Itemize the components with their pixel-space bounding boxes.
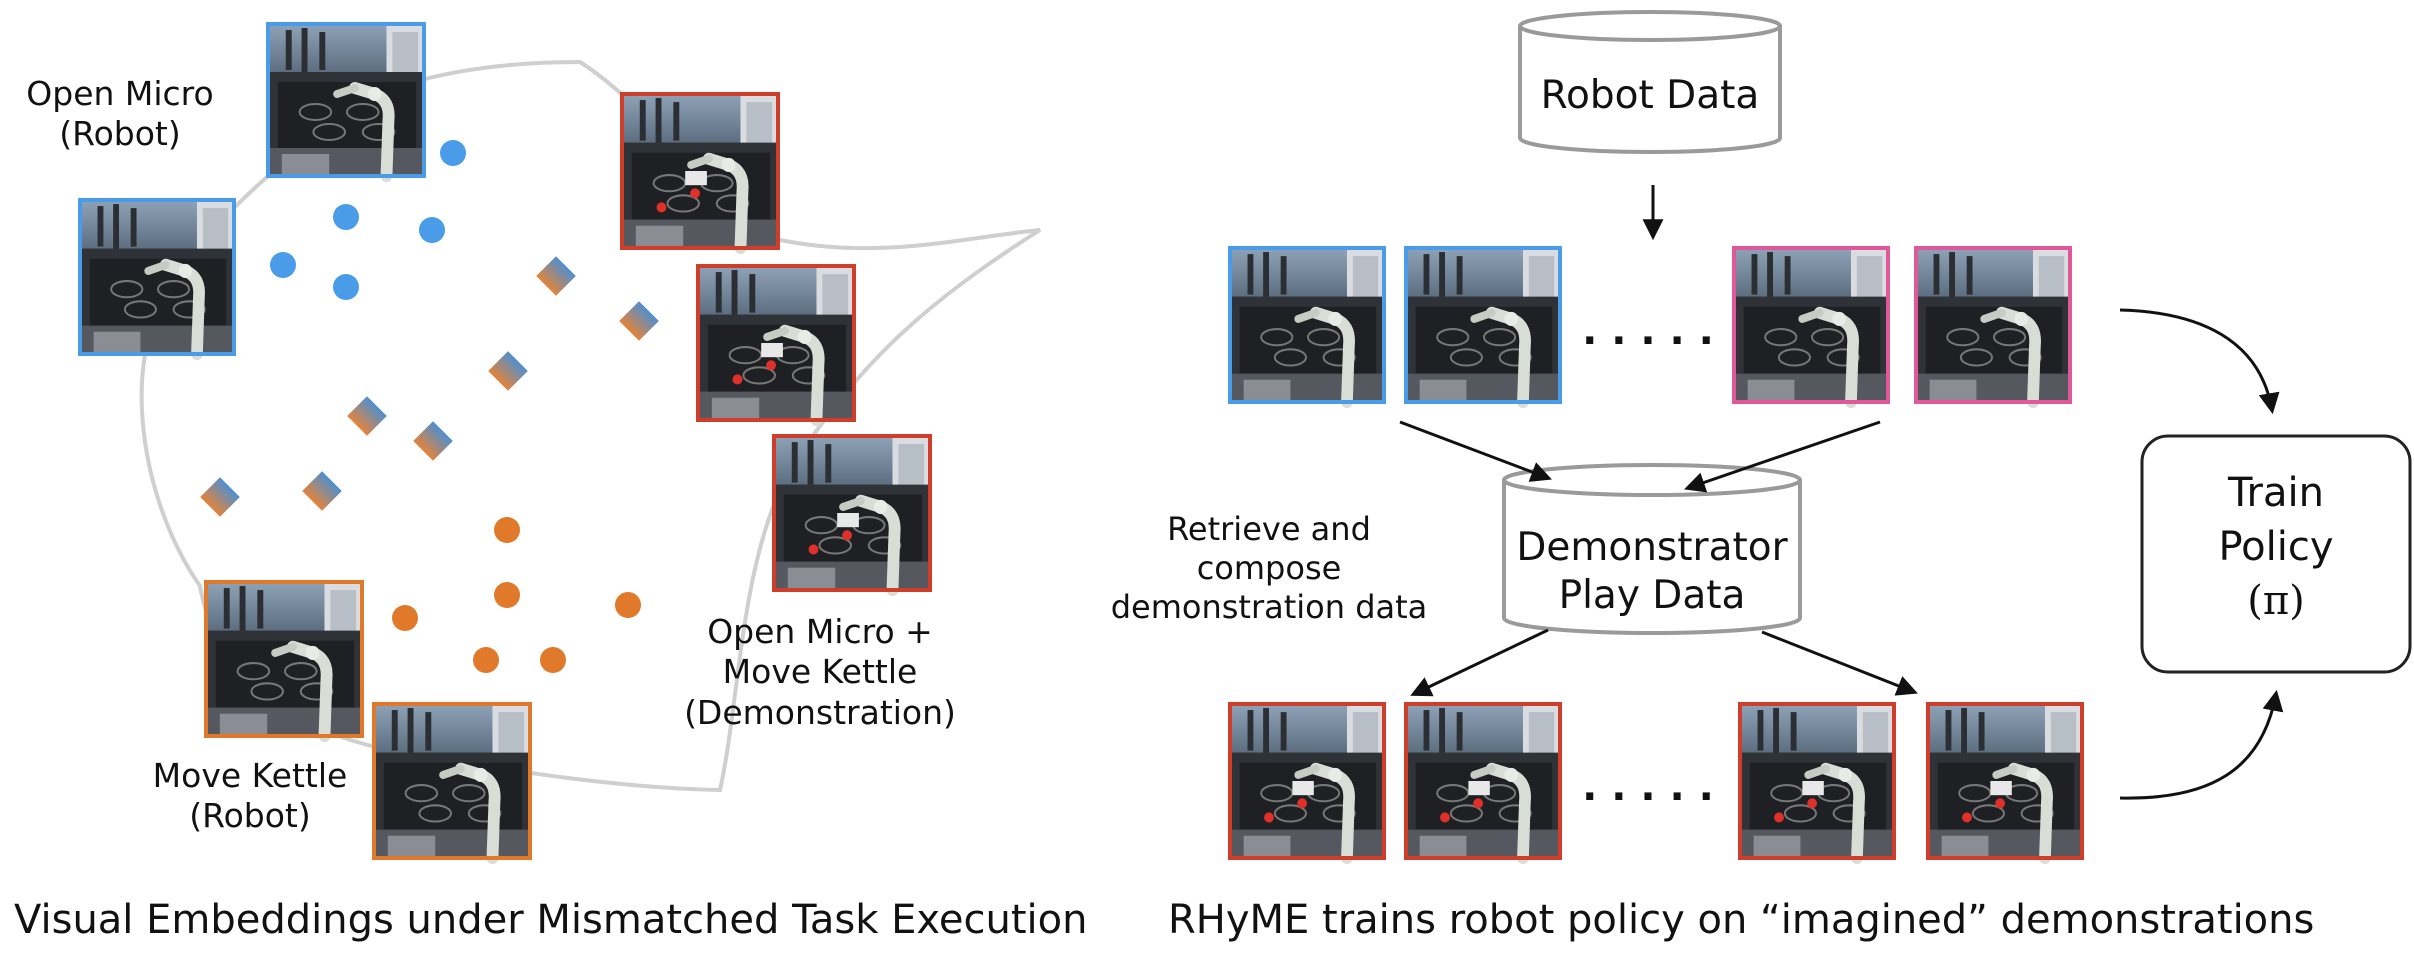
kitchen-thumbnail: [80, 200, 234, 354]
demonstration-ellipsis: . . . . .: [1582, 764, 1714, 810]
arrow-robot-to-play-right: [1684, 420, 1881, 493]
robot-data-cylinder: [1518, 10, 1782, 154]
label-line: Open Micro: [26, 74, 214, 113]
kitchen-thumbnail: [620, 92, 780, 250]
train-policy-box: [2140, 434, 2412, 674]
demonstration-diamond: [413, 421, 453, 461]
kitchen-thumbnail: [374, 704, 530, 858]
label-move-kettle-robot: Move Kettle (Robot): [120, 756, 380, 837]
label-open-micro-robot: Open Micro (Robot): [20, 74, 220, 155]
arrow-play-to-demo-left: [1410, 628, 1549, 697]
open-micro-robot-dot: [333, 204, 359, 230]
kitchen-thumbnail: [1926, 702, 2084, 860]
arrow-play-to-demo-right: [1761, 630, 1918, 696]
kitchen-thumbnail: [206, 582, 362, 736]
kitchen-thumbnail: [1916, 248, 2070, 402]
flow-arrows: [1399, 185, 2284, 800]
kitchen-thumbnail: [772, 434, 932, 592]
move-kettle-robot-dot: [540, 647, 566, 673]
trajectory-thumbnails: [1228, 248, 2084, 860]
demonstration-diamond: [536, 256, 576, 296]
open-micro-robot-markers: [270, 140, 466, 300]
demonstrator-data-label: Demonstrator Play Data: [1504, 524, 1800, 619]
label-demonstration: Open Micro + Move Kettle (Demonstration): [680, 612, 960, 733]
move-kettle-robot-dot: [494, 517, 520, 543]
demonstration-diamond: [200, 477, 240, 517]
label-line: Open Micro +: [707, 612, 933, 651]
train-policy-label: Train Policy (π): [2142, 466, 2410, 628]
move-kettle-robot-markers: [392, 517, 641, 673]
left-caption: Visual Embeddings under Mismatched Task …: [14, 897, 1088, 943]
kitchen-thumbnail: [1738, 702, 1896, 860]
demonstration-markers: [200, 256, 659, 517]
label-line: Retrieve and: [1167, 510, 1371, 548]
move-kettle-robot-dot: [473, 647, 499, 673]
arrow-robot-to-train: [2119, 308, 2280, 415]
demonstrator-data-cylinder: [1502, 463, 1802, 635]
open-micro-robot-dot: [440, 140, 466, 166]
label-line: demonstration data: [1110, 588, 1428, 627]
right-caption: RHyME trains robot policy on “imagined” …: [1168, 897, 2315, 943]
retrieve-compose-label: Retrieve and compose demonstration data: [1104, 510, 1434, 627]
label-line: (Robot): [59, 114, 181, 154]
kitchen-thumbnail: [1230, 248, 1384, 402]
open-micro-robot-dot: [333, 274, 359, 300]
kitchen-thumbnail: [1734, 248, 1888, 402]
arrow-robot-to-play-left: [1399, 420, 1552, 482]
label-line: (Demonstration): [684, 692, 956, 732]
kitchen-thumbnail: [1228, 702, 1386, 860]
label-line: Move Kettle: [152, 756, 348, 795]
open-micro-robot-dot: [270, 252, 296, 278]
label-line: (π): [2247, 578, 2305, 624]
demonstration-diamond: [619, 301, 659, 341]
open-micro-robot-dot: [419, 217, 445, 243]
robot-data-label: Robot Data: [1540, 73, 1760, 118]
label-line: Demonstrator: [1516, 525, 1788, 570]
move-kettle-robot-dot: [494, 582, 520, 608]
label-line: (Robot): [189, 796, 311, 836]
move-kettle-robot-dot: [392, 605, 418, 631]
demonstration-diamond: [302, 471, 342, 511]
embedding-thumbnails: [80, 24, 932, 858]
kitchen-thumbnail: [696, 264, 856, 422]
move-kettle-robot-dot: [615, 592, 641, 618]
label-line: Policy: [2218, 524, 2334, 570]
kitchen-thumbnail: [268, 24, 424, 176]
kitchen-thumbnail: [1404, 702, 1562, 860]
demonstration-diamond: [347, 396, 387, 436]
label-line: Train: [2228, 470, 2324, 516]
label-line: compose: [1196, 549, 1342, 588]
label-line: Move Kettle: [722, 652, 918, 692]
arrow-demo-to-train: [2119, 689, 2284, 800]
demonstration-diamond: [488, 351, 528, 391]
robot-ellipsis: . . . . .: [1582, 308, 1714, 354]
kitchen-thumbnail: [1406, 248, 1560, 402]
label-line: Play Data: [1558, 572, 1746, 618]
